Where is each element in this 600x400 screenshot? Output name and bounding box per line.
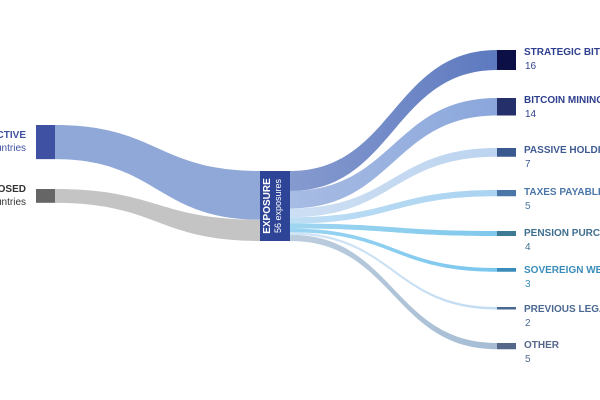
target-value: 16 xyxy=(525,61,537,72)
target-value: 5 xyxy=(525,201,531,212)
target-label: OTHER xyxy=(524,340,559,351)
link-target-1 xyxy=(290,98,497,209)
target-node-0 xyxy=(497,50,516,70)
target-label: PENSION PURCH xyxy=(524,228,600,239)
target-label: STRATEGIC BITCOIN xyxy=(524,47,600,58)
link-source-0 xyxy=(55,125,260,220)
target-node-6 xyxy=(497,307,516,310)
target-label: TAXES PAYABLE xyxy=(524,187,600,198)
target-node-7 xyxy=(497,343,516,350)
source-node-1 xyxy=(36,189,55,203)
target-label: BITCOIN MINING xyxy=(524,95,600,106)
target-label: PASSIVE HOLDING xyxy=(524,145,600,156)
center-title: EXPOSURE xyxy=(262,178,273,234)
link-target-3 xyxy=(290,190,497,224)
target-node-1 xyxy=(497,98,516,116)
target-value: 7 xyxy=(525,159,531,170)
source-label: OSED xyxy=(0,183,26,195)
target-node-2 xyxy=(497,148,516,157)
target-value: 3 xyxy=(525,279,531,290)
target-node-4 xyxy=(497,231,516,236)
link-target-5 xyxy=(290,228,497,272)
target-value: 2 xyxy=(525,318,531,329)
link-target-6 xyxy=(290,232,497,310)
link-target-2 xyxy=(290,148,497,218)
link-target-4 xyxy=(290,223,497,236)
target-label: SOVEREIGN WEA xyxy=(524,265,600,276)
center-node-label: EXPOSURE 56 exposures xyxy=(262,171,284,241)
link-target-7 xyxy=(290,234,497,350)
link-target-0 xyxy=(290,50,497,191)
target-value: 5 xyxy=(525,354,531,365)
center-sub: 56 exposures xyxy=(273,178,283,234)
target-node-3 xyxy=(497,190,516,197)
source-node-0 xyxy=(36,125,55,160)
source-sublabel: untries xyxy=(0,143,26,155)
target-value: 4 xyxy=(525,242,531,253)
target-node-5 xyxy=(497,268,516,272)
link-source-1 xyxy=(55,189,260,241)
target-label: PREVIOUS LEGA xyxy=(524,304,600,315)
source-sublabel: untries xyxy=(0,196,26,208)
target-value: 14 xyxy=(525,109,537,120)
source-label: CTIVE xyxy=(0,130,26,142)
center-node xyxy=(260,171,290,241)
